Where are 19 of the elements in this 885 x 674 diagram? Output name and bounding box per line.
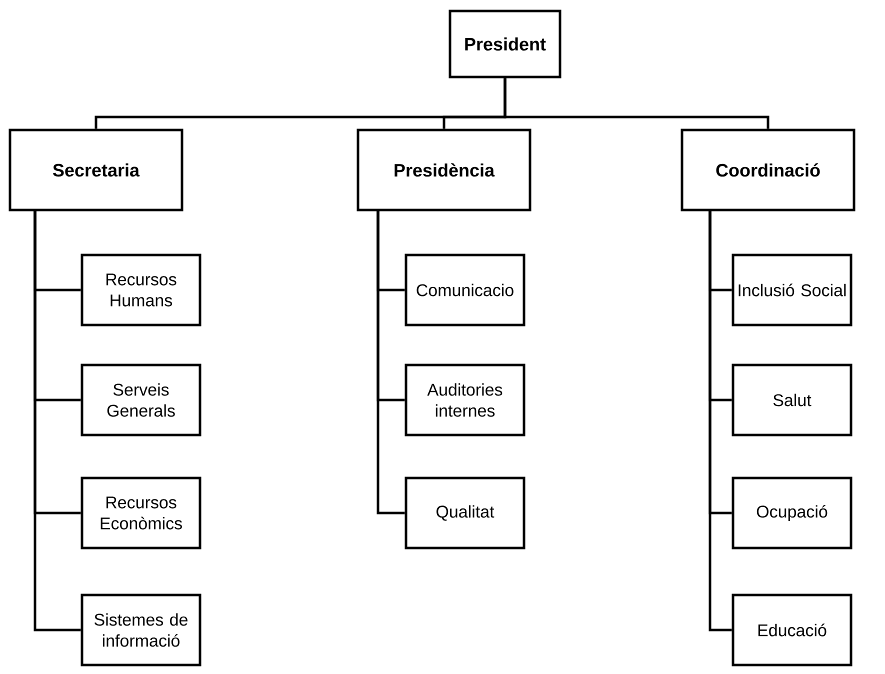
department-box: Coordinació <box>680 128 856 212</box>
unit-box: Auditories internes <box>404 364 526 436</box>
unit-box: Sistemes de informació <box>80 594 202 666</box>
unit-box: Qualitat <box>404 476 526 550</box>
unit-box: Comunicacio <box>404 254 526 326</box>
unit-box: Recursos Humans <box>80 254 202 326</box>
unit-box: Serveis Generals <box>80 364 202 436</box>
unit-box: Educació <box>732 594 852 666</box>
connector-line <box>34 210 81 632</box>
unit-box: Recursos Econòmics <box>80 476 202 550</box>
connector-line <box>504 78 770 129</box>
department-box: Presidència <box>356 128 532 212</box>
connector-line <box>708 210 732 632</box>
connector-line <box>376 210 405 514</box>
president-box: President <box>448 10 562 78</box>
unit-box: Salut <box>732 364 852 436</box>
unit-box: Ocupació <box>732 476 852 550</box>
unit-box: Inclusió Social <box>732 254 852 326</box>
department-box: Secretaria <box>8 128 184 212</box>
